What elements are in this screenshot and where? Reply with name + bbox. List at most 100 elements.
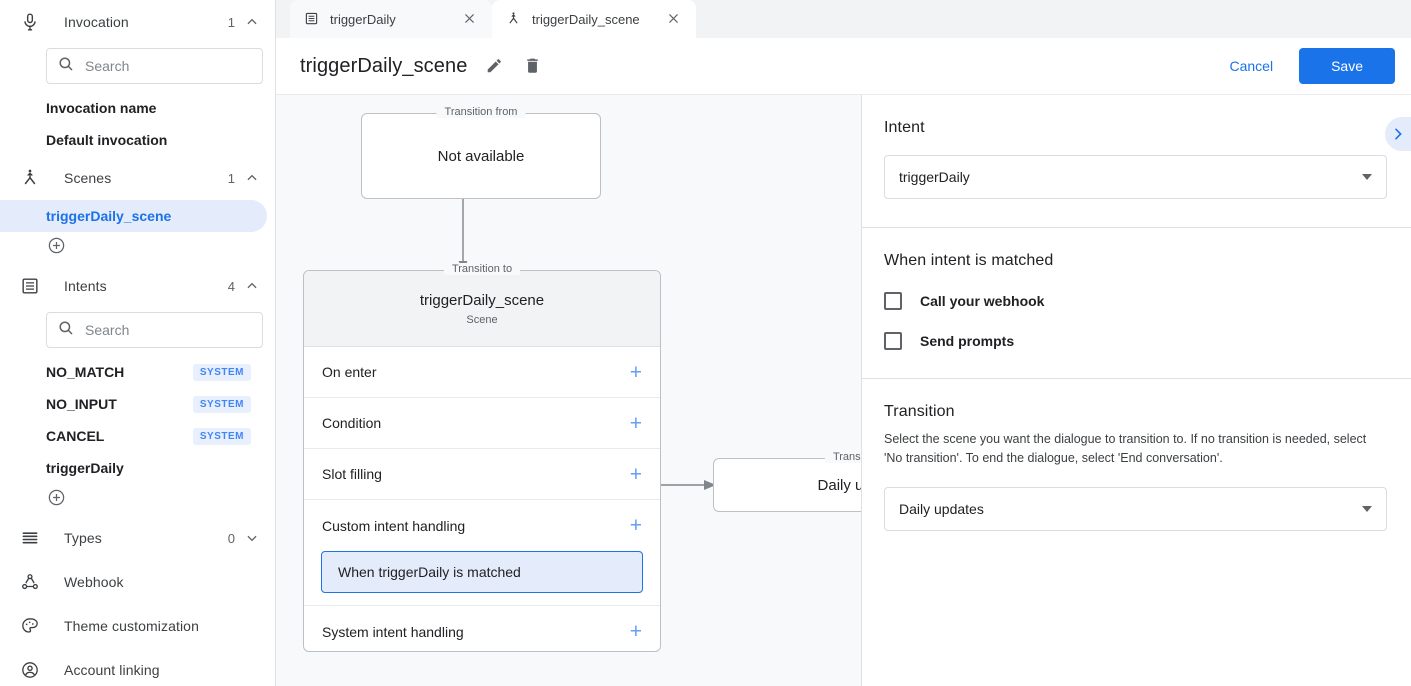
intents-search-input[interactable]: [85, 322, 252, 338]
transition-target-legend: Transition to: [824, 451, 861, 463]
intent-handler-label: When triggerDaily is matched: [338, 564, 521, 580]
call-webhook-checkbox[interactable]: [884, 292, 902, 310]
chevron-down-icon[interactable]: [245, 531, 259, 545]
custom-intent-handler-wrap: When triggerDaily is matched: [304, 551, 660, 606]
sidebar-item-triggerdaily[interactable]: triggerDaily: [0, 452, 267, 484]
properties-panel: Intent triggerDaily When intent is match…: [862, 95, 1411, 686]
scene-row-condition[interactable]: Condition +: [304, 398, 660, 449]
scene-graph-canvas[interactable]: Transition from Not available Transition…: [276, 95, 862, 686]
status-badge: SYSTEM: [192, 395, 251, 413]
close-icon[interactable]: [462, 11, 478, 27]
sidebar-item-default-invocation[interactable]: Default invocation: [0, 124, 267, 156]
microphone-icon: [18, 10, 42, 34]
transition-select[interactable]: Daily updates: [884, 486, 1387, 531]
scene-row-custom-intent-handling[interactable]: Custom intent handling +: [304, 500, 660, 551]
sidebar-item-no-input[interactable]: NO_INPUT SYSTEM: [0, 388, 267, 420]
add-slot-filling-button[interactable]: +: [629, 462, 642, 486]
sidebar-section-count: 4: [227, 278, 235, 294]
scene-row-on-enter[interactable]: On enter +: [304, 347, 660, 398]
sidebar-item-label: Account linking: [64, 662, 160, 678]
add-on-enter-button[interactable]: +: [629, 360, 642, 384]
transition-target-node[interactable]: Transition to Daily updates: [713, 451, 861, 512]
intent-section: Intent triggerDaily: [862, 95, 1411, 227]
scene-row-label: Condition: [322, 415, 382, 431]
tab-triggerdaily-scene[interactable]: triggerDaily_scene: [492, 0, 696, 38]
close-icon[interactable]: [666, 11, 682, 27]
intent-select-value: triggerDaily: [899, 169, 970, 185]
sidebar-section-count: 1: [227, 14, 235, 30]
scene-icon: [18, 166, 42, 190]
cancel-button[interactable]: Cancel: [1213, 49, 1289, 83]
chevron-right-icon[interactable]: [1385, 117, 1411, 151]
invocation-search-wrap: [0, 44, 275, 88]
transition-help-text: Select the scene you want the dialogue t…: [884, 432, 1367, 466]
status-badge: SYSTEM: [192, 427, 251, 445]
chevron-down-icon: [1362, 505, 1372, 512]
sidebar-item-label: Webhook: [64, 574, 124, 590]
sidebar-item-invocation-name[interactable]: Invocation name: [0, 92, 267, 124]
scene-row-label: System intent handling: [322, 623, 464, 640]
sidebar-section-types[interactable]: Types 0: [0, 516, 275, 560]
add-condition-button[interactable]: +: [629, 411, 642, 435]
when-intent-matched-title: When intent is matched: [884, 252, 1054, 269]
intent-select[interactable]: triggerDaily: [884, 155, 1387, 199]
add-intent-button[interactable]: [0, 484, 275, 516]
chevron-up-icon[interactable]: [245, 15, 259, 29]
when-intent-matched-section: When intent is matched Call your webhook…: [862, 227, 1411, 378]
send-prompts-checkbox[interactable]: [884, 332, 902, 350]
sidebar-item-theme-customization[interactable]: Theme customization: [0, 604, 275, 648]
tab-label: triggerDaily_scene: [532, 11, 640, 27]
send-prompts-row[interactable]: Send prompts: [884, 332, 1387, 350]
left-sidebar: Invocation 1 Invocation name Default inv…: [0, 0, 276, 686]
intent-icon: [304, 11, 320, 27]
add-system-intent-handling-button[interactable]: +: [629, 620, 642, 643]
call-webhook-label: Call your webhook: [920, 293, 1045, 309]
sidebar-item-account-linking[interactable]: Account linking: [0, 648, 275, 686]
sidebar-item-label: Invocation name: [46, 100, 157, 116]
sidebar-item-label: triggerDaily_scene: [46, 208, 172, 224]
save-button[interactable]: Save: [1299, 48, 1395, 84]
transition-select-value: Daily updates: [899, 500, 984, 517]
invocation-search-input[interactable]: [85, 58, 252, 74]
scene-row-system-intent-handling[interactable]: System intent handling +: [304, 606, 660, 657]
transition-section: Transition Select the scene you want the…: [862, 378, 1411, 559]
transition-from-node[interactable]: Transition from Not available: [361, 106, 601, 199]
sidebar-section-count: 0: [227, 530, 235, 546]
send-prompts-label: Send prompts: [920, 333, 1015, 349]
status-badge: SYSTEM: [192, 363, 251, 381]
intents-search[interactable]: [46, 312, 263, 348]
trash-icon[interactable]: [523, 56, 543, 76]
transition-from-legend: Transition from: [436, 106, 526, 118]
sidebar-section-invocation[interactable]: Invocation 1: [0, 0, 275, 44]
tab-triggerdaily[interactable]: triggerDaily: [290, 0, 492, 38]
invocation-search[interactable]: [46, 48, 263, 84]
sidebar-section-intents[interactable]: Intents 4: [0, 264, 275, 308]
plus-circle-icon: [47, 236, 66, 260]
scene-row-label: On enter: [322, 364, 377, 380]
chevron-up-icon[interactable]: [245, 279, 259, 293]
call-webhook-row[interactable]: Call your webhook: [884, 292, 1387, 310]
scene-header: triggerDaily_scene Cancel Save: [276, 38, 1411, 95]
sidebar-item-cancel[interactable]: CANCEL SYSTEM: [0, 420, 267, 452]
sidebar-item-triggerdaily-scene[interactable]: triggerDaily_scene: [0, 200, 267, 232]
scene-row-label: Custom intent handling: [322, 517, 466, 534]
sidebar-item-label: NO_MATCH: [46, 364, 125, 380]
plus-circle-icon: [47, 488, 66, 512]
sidebar-item-no-match[interactable]: NO_MATCH SYSTEM: [0, 356, 267, 388]
intent-section-title: Intent: [884, 119, 925, 136]
intent-handler-item[interactable]: When triggerDaily is matched: [321, 551, 643, 593]
pencil-icon[interactable]: [485, 56, 505, 76]
account-icon: [18, 658, 42, 682]
sidebar-item-webhook[interactable]: Webhook: [0, 560, 275, 604]
add-scene-button[interactable]: [0, 232, 275, 264]
sidebar-item-label: Theme customization: [64, 618, 199, 634]
sidebar-section-label: Types: [64, 530, 102, 546]
chevron-up-icon[interactable]: [245, 171, 259, 185]
sidebar-section-scenes[interactable]: Scenes 1: [0, 156, 275, 200]
scene-node-subtitle: Scene: [466, 313, 498, 326]
palette-icon: [18, 614, 42, 638]
add-custom-intent-handling-button[interactable]: +: [629, 514, 642, 537]
scene-row-slot-filling[interactable]: Slot filling +: [304, 449, 660, 500]
scene-node[interactable]: Transition to triggerDaily_scene Scene O…: [303, 263, 661, 652]
